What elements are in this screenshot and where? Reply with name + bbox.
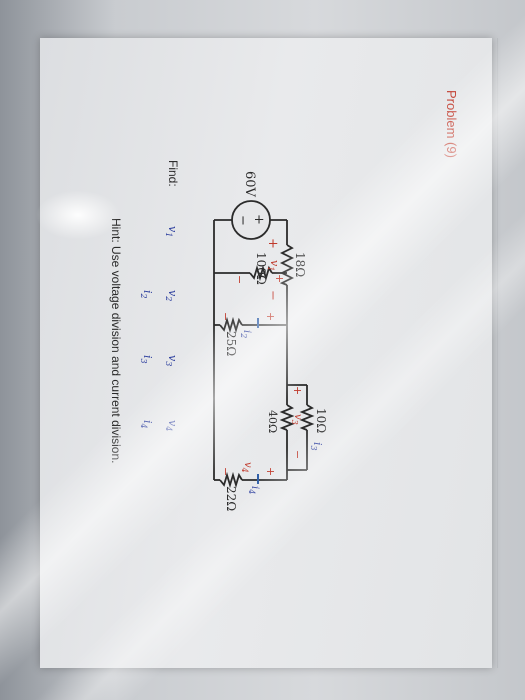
r22-value: 22Ω: [224, 486, 238, 511]
r22-plus: +: [264, 467, 277, 476]
find-v1: v1: [164, 226, 179, 237]
r10-value: 10Ω: [314, 408, 328, 433]
find-label: Find:: [166, 160, 180, 187]
find-i2: i2: [139, 290, 154, 299]
r25-value: 25Ω: [224, 331, 238, 356]
r25-minus: −: [219, 312, 232, 321]
find-row-2: i2 i3 i4: [139, 290, 154, 429]
find-v3: v3: [164, 355, 179, 366]
find-i4: i4: [139, 420, 154, 429]
resistor-25-ohm: [219, 316, 243, 334]
source-minus: −: [235, 215, 250, 226]
r10-minus: −: [291, 450, 304, 459]
r100-value: 100Ω: [254, 252, 268, 285]
find-v2: v2: [164, 290, 179, 301]
find-v4: v4: [164, 420, 179, 431]
r100-minus: −: [233, 275, 246, 284]
r100-plus: +: [273, 274, 286, 283]
resistor-22-ohm: [219, 471, 243, 489]
r40-value: 40Ω: [266, 410, 279, 433]
v4-label: v4: [240, 462, 253, 473]
i2-label: i2: [239, 330, 252, 338]
r18-value: 18Ω: [293, 252, 307, 277]
problem-title: Problem (9): [444, 90, 459, 158]
i4-label: i4: [247, 486, 260, 494]
find-row-1: v1 v2 v3 v4: [164, 226, 179, 431]
source-plus: +: [251, 214, 266, 225]
find-i3: i3: [139, 355, 154, 364]
r18-minus: −: [265, 290, 280, 301]
r10-plus: +: [291, 386, 304, 395]
r25-plus: +: [264, 312, 277, 321]
source-value: 60V: [242, 171, 257, 198]
hint-text: Hint: Use voltage division and current d…: [109, 218, 123, 463]
i3-label: i3: [309, 442, 324, 451]
resistor-40-ohm: [279, 404, 295, 431]
r18-plus: +: [265, 238, 280, 249]
r22-minus: −: [219, 467, 232, 476]
